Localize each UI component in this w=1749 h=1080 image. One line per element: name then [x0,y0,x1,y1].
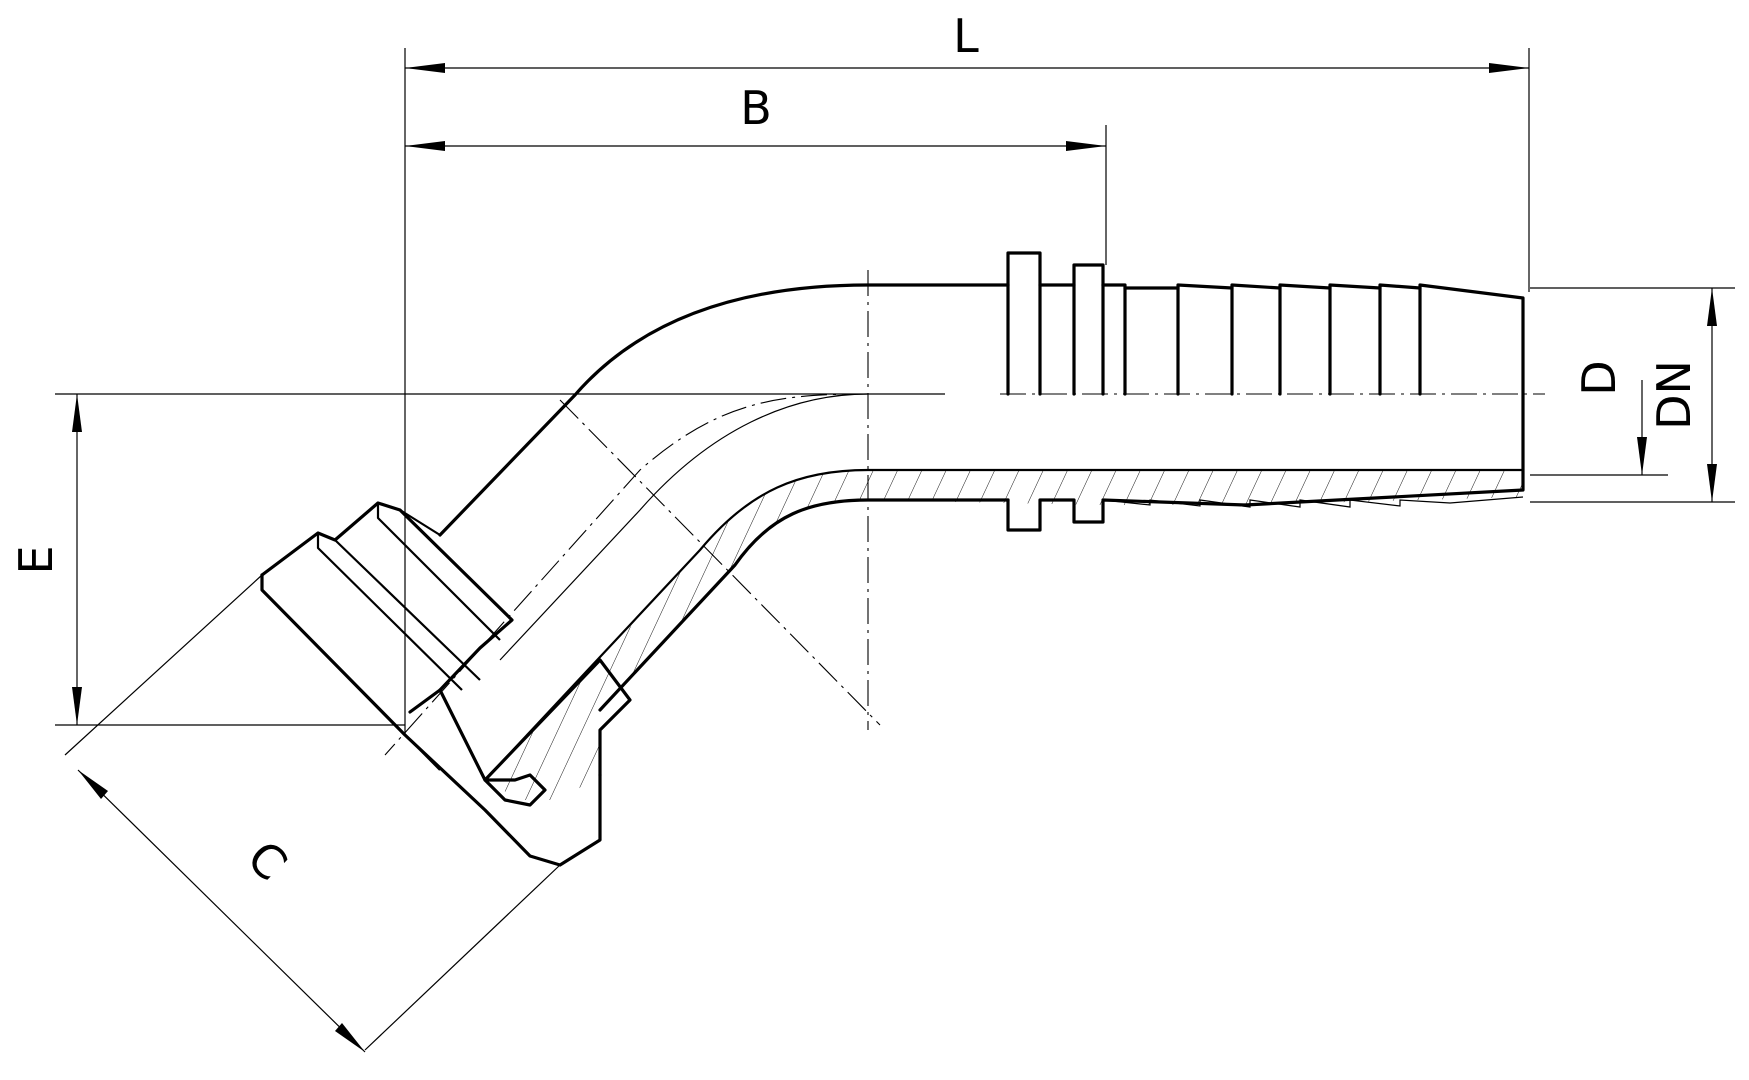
fitting-body [260,251,1525,867]
dimension-L-label: L [953,9,979,63]
dimension-DN-label: DN [1647,360,1701,430]
dimension-E-label: E [9,545,63,574]
center-lines [384,270,1545,756]
section-hatching [485,470,1523,800]
dimension-D-DN: D DN [1530,287,1735,503]
dimension-E: E [9,393,945,726]
dimension-B: B [405,81,1107,265]
dimension-C: C [64,574,561,1053]
dimension-C-label: C [237,830,298,891]
dimension-L: L [404,9,1530,735]
dimension-B-label: B [740,81,772,135]
dimension-D-label: D [1572,360,1626,395]
